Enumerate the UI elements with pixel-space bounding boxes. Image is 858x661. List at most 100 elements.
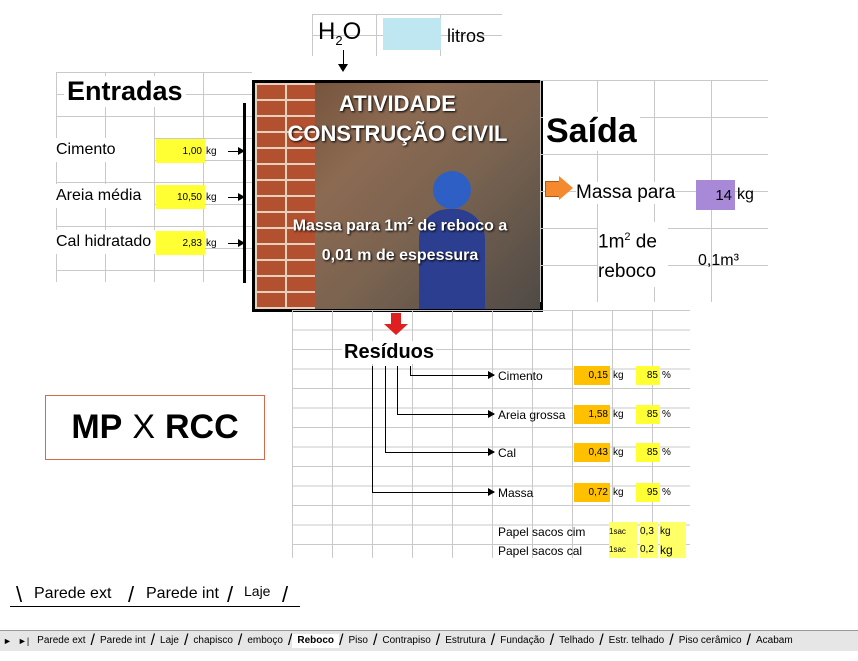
residuos-row-massa-pct-unit: %: [662, 487, 671, 498]
entradas-row-cimento-label: Cimento: [56, 138, 154, 162]
saida-label-b: 1m2 de reboco: [598, 222, 668, 288]
tab-piso-ceramico[interactable]: Piso cerâmico: [678, 635, 742, 646]
activity-photo: ATIVIDADE CONSTRUÇÃO CIVIL Massa para 1m…: [252, 80, 543, 312]
residuos-row-areia-value[interactable]: 1,58: [574, 405, 610, 424]
sheet-tabs-bar: ► ►| Parede ext/ Parede int/ Laje/ chapi…: [0, 630, 858, 651]
residuos-row-cimento-value[interactable]: 0,15: [574, 366, 610, 385]
big-tab-sep-1: \: [16, 582, 23, 607]
residuos-row-cal-value[interactable]: 0,43: [574, 443, 610, 462]
tab-reboco[interactable]: Reboco: [292, 634, 340, 648]
saida-label-b-sup: 2: [624, 231, 631, 243]
tab-scroll-last-icon[interactable]: ►: [3, 636, 12, 646]
entradas-bracket: [243, 103, 246, 283]
residuos-row-massa-pct[interactable]: 95: [636, 483, 660, 502]
residuos-arrow-massa: [372, 488, 495, 496]
tab-telhado[interactable]: Telhado: [559, 635, 595, 646]
entradas-title: Entradas: [64, 76, 186, 107]
big-tab-parede-int[interactable]: Parede int: [146, 585, 219, 602]
papel-row-cim-unit: kg: [660, 522, 686, 541]
tab-acabam[interactable]: Acabam: [755, 635, 793, 646]
papel-row-cal-label: Papel sacos cal: [498, 543, 583, 558]
residuos-row-massa-value[interactable]: 0,72: [574, 483, 610, 502]
big-tab-sep-4: /: [282, 582, 289, 607]
brick-wall-shape: [255, 83, 315, 309]
entradas-row-areia-unit: kg: [206, 191, 217, 203]
entradas-arrow-2: [228, 193, 245, 201]
residuos-row-massa-unit: kg: [613, 487, 624, 498]
papel-row-cim-qty[interactable]: 1sac: [609, 522, 637, 541]
water-value-cell[interactable]: [383, 18, 441, 50]
rcc-label: RCC: [165, 408, 239, 446]
residuos-row-massa-label: Massa: [498, 485, 534, 500]
tab-contrapiso[interactable]: Contrapiso: [382, 635, 431, 646]
residuos-arrow-areia: [397, 410, 495, 418]
overlay-caption-b: de reboco a 0,01 m de espessura: [321, 217, 508, 265]
overlay-caption-a: Massa para 1m: [292, 217, 408, 235]
residuos-row-cimento-unit: kg: [613, 370, 624, 381]
entradas-row-cimento-unit: kg: [206, 145, 217, 157]
residuos-title: Resíduos: [342, 341, 437, 364]
overlay-caption-sup: 2: [407, 216, 414, 227]
residuos-arrow-head: [384, 324, 408, 335]
residuos-line-4: [410, 366, 411, 375]
water-unit: litros: [447, 26, 486, 46]
overlay-caption: Massa para 1m2 de reboco a 0,01 m de esp…: [280, 207, 520, 271]
water-h: H: [318, 18, 336, 45]
saida-arrow-icon-head: [559, 176, 573, 200]
water-o: O: [342, 18, 362, 45]
residuos-line-2: [385, 366, 386, 452]
residuos-line-3: [397, 366, 398, 414]
residuos-row-cal-label: Cal: [498, 445, 517, 460]
residuos-row-cimento-pct[interactable]: 85: [636, 366, 660, 385]
tab-estrutura[interactable]: Estrutura: [445, 635, 486, 646]
papel-row-cal-qty[interactable]: 1sac: [609, 541, 637, 558]
residuos-row-areia-label: Areia grossa: [498, 407, 566, 422]
residuos-row-cal-pct[interactable]: 85: [636, 443, 660, 462]
entradas-arrow-1: [228, 147, 245, 155]
tab-laje[interactable]: Laje: [160, 635, 179, 646]
tab-chapisco[interactable]: chapisco: [193, 635, 233, 646]
residuos-row-areia-pct[interactable]: 85: [636, 405, 660, 424]
big-tab-parede-ext[interactable]: Parede ext: [34, 585, 112, 602]
residuos-arrow-cal: [385, 448, 495, 456]
x-label: X: [132, 408, 155, 446]
entradas-row-areia-value[interactable]: 10,50: [156, 185, 205, 209]
water-formula: H2O: [318, 18, 361, 48]
residuos-line-1: [372, 366, 373, 492]
tab-parede-int[interactable]: Parede int: [100, 635, 146, 646]
papel-row-cim-label: Papel sacos cim: [498, 524, 586, 539]
tab-piso[interactable]: Piso: [348, 635, 368, 646]
saida-value[interactable]: 14: [696, 180, 735, 210]
tab-parede-ext[interactable]: Parede ext: [37, 635, 86, 646]
tab-scroll-end-icon[interactable]: ►|: [17, 636, 30, 646]
mp-rcc-box: MP X RCC: [45, 395, 265, 460]
entradas-row-cimento-value[interactable]: 1,00: [156, 139, 205, 163]
tab-fundacao[interactable]: Fundação: [500, 635, 545, 646]
entradas-row-areia-label: Areia média: [56, 184, 154, 208]
overlay-title: ATIVIDADE CONSTRUÇÃO CIVIL: [287, 91, 508, 146]
residuos-row-cimento-label: Cimento: [498, 368, 543, 383]
big-tab-sep-3: /: [227, 582, 234, 607]
worker-shape: [415, 171, 485, 309]
residuos-arrow-cimento: [410, 371, 495, 379]
water-arrow-head: [338, 64, 348, 72]
saida-label-b-main: 1m: [598, 231, 625, 253]
entradas-arrow-3: [228, 239, 245, 247]
residuos-row-areia-unit: kg: [613, 409, 624, 420]
water-arrow-line: [343, 50, 344, 66]
tab-emboco[interactable]: emboço: [247, 635, 283, 646]
papel-row-cal-value[interactable]: 0,2: [640, 541, 658, 558]
big-tab-laje[interactable]: Laje: [244, 583, 271, 599]
papel-row-cim-value[interactable]: 0,3: [640, 522, 658, 541]
entradas-row-cal-value[interactable]: 2,83: [156, 231, 205, 255]
residuos-row-cal-pct-unit: %: [662, 447, 671, 458]
entradas-row-cal-unit: kg: [206, 237, 217, 249]
saida-unit: kg: [737, 186, 754, 203]
tab-estr-telhado[interactable]: Estr. telhado: [608, 635, 665, 646]
saida-label-a: Massa para: [576, 182, 676, 204]
papel-row-cal-unit: kg: [660, 541, 686, 558]
residuos-arrow-stem: [391, 313, 401, 325]
residuos-row-cimento-pct-unit: %: [662, 370, 671, 381]
big-tab-strip: [10, 580, 300, 607]
saida-thickness: 0,1m³: [698, 252, 739, 269]
